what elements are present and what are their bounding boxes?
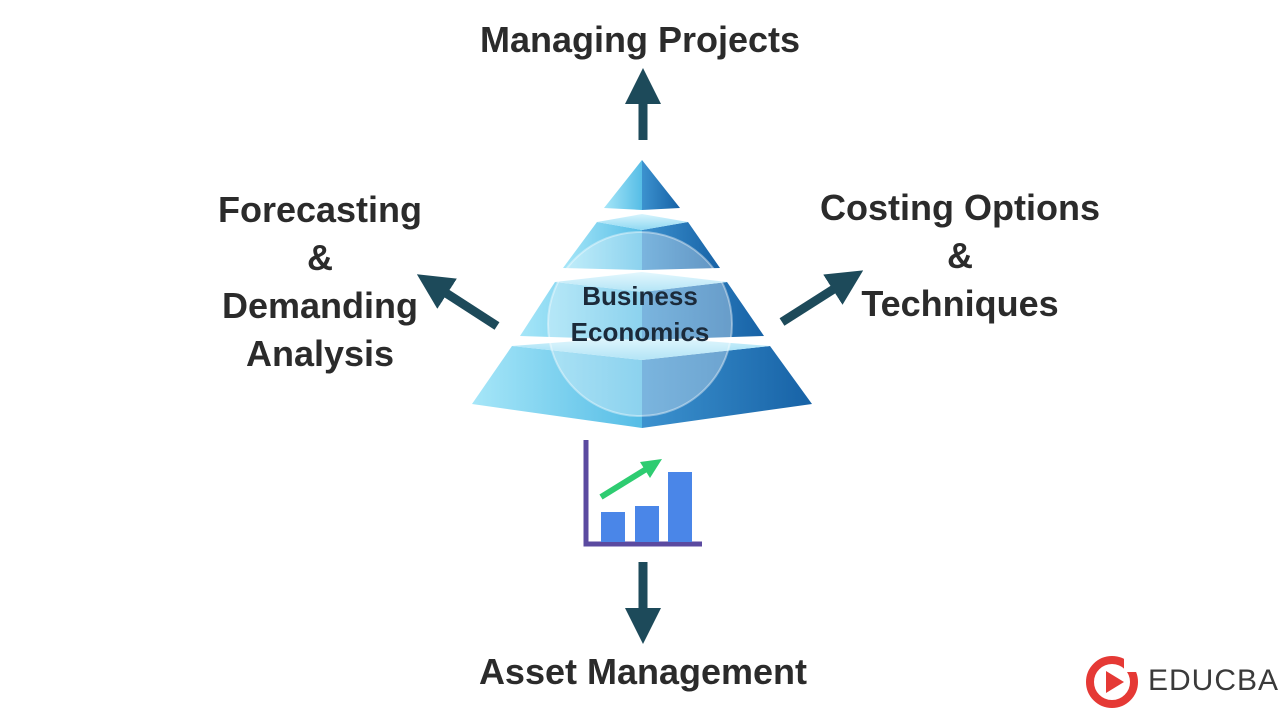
branch-left-line1: Forecasting <box>217 189 423 230</box>
logo-text: EDUCBA <box>1148 664 1280 697</box>
arrow-left-icon <box>416 274 500 330</box>
center-line1: Business <box>582 281 698 311</box>
educba-logo: EDUCBA <box>1086 656 1280 708</box>
branch-top-line1: Managing Projects <box>479 19 801 60</box>
branch-left-line3: Demanding <box>221 285 418 326</box>
branch-left-line2: & <box>307 237 333 278</box>
educba-play-icon <box>1086 656 1138 708</box>
arrow-right-icon <box>779 270 864 326</box>
center-label: Business Economics <box>540 278 740 350</box>
branch-right-line2: & <box>947 235 973 276</box>
branch-label-costing-options: Costing Options & Techniques <box>790 184 1130 328</box>
branch-left-line4: Analysis <box>245 333 395 374</box>
branch-right-line3: Techniques <box>861 283 1059 324</box>
bar-chart-growth-icon <box>583 440 702 547</box>
branch-label-forecasting: Forecasting & Demanding Analysis <box>180 186 460 378</box>
branch-right-line1: Costing Options <box>820 187 1100 228</box>
pyramid-icon <box>472 160 812 428</box>
branch-label-managing-projects: Managing Projects <box>400 16 880 64</box>
center-line2: Economics <box>570 317 710 347</box>
branch-label-asset-management: Asset Management <box>400 648 886 696</box>
branch-bottom-line1: Asset Management <box>478 651 808 692</box>
